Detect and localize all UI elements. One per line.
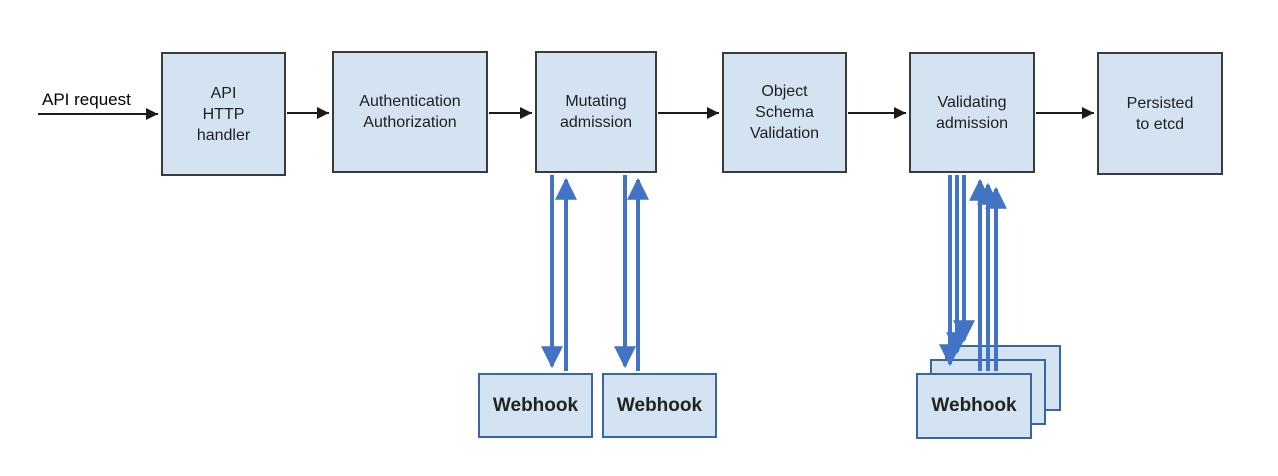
node-authentication-authorization: Authentication Authorization — [332, 51, 488, 173]
node-label-line: API — [210, 84, 237, 102]
node-label-line: Validating — [937, 93, 1007, 111]
node-label-line: admission — [559, 114, 633, 131]
node-label-line: handler — [196, 126, 251, 144]
node-label-line: Authentication — [359, 93, 461, 110]
node-label-line: Persisted — [1126, 94, 1194, 112]
node-label-line: Authorization — [363, 114, 457, 131]
node-label-line: Validation — [749, 125, 820, 142]
node-label-line: admission — [935, 114, 1009, 132]
node-label-line: Mutating — [565, 93, 627, 110]
node-object-schema-validation: Object Schema Validation — [722, 52, 847, 173]
node-label-line: Schema — [755, 104, 814, 121]
webhook-label: Webhook — [931, 395, 1017, 416]
node-validating-admission: Validating admission — [909, 52, 1035, 173]
webhook-box-mutating-2: Webhook — [602, 373, 717, 438]
node-persisted-to-etcd: Persisted to etcd — [1097, 52, 1223, 175]
node-label-line: to etcd — [1135, 115, 1185, 133]
node-mutating-admission: Mutating admission — [535, 51, 657, 173]
webhook-box-mutating-1: Webhook — [478, 373, 593, 438]
webhook-label: Webhook — [616, 394, 703, 416]
api-request-label: API request — [42, 90, 131, 109]
node-label-line: HTTP — [202, 105, 245, 123]
webhook-box-validating-front: Webhook — [916, 373, 1032, 439]
node-api-http-handler: API HTTP handler — [161, 52, 286, 176]
node-label-line: Object — [761, 83, 808, 100]
webhook-label: Webhook — [492, 394, 579, 416]
